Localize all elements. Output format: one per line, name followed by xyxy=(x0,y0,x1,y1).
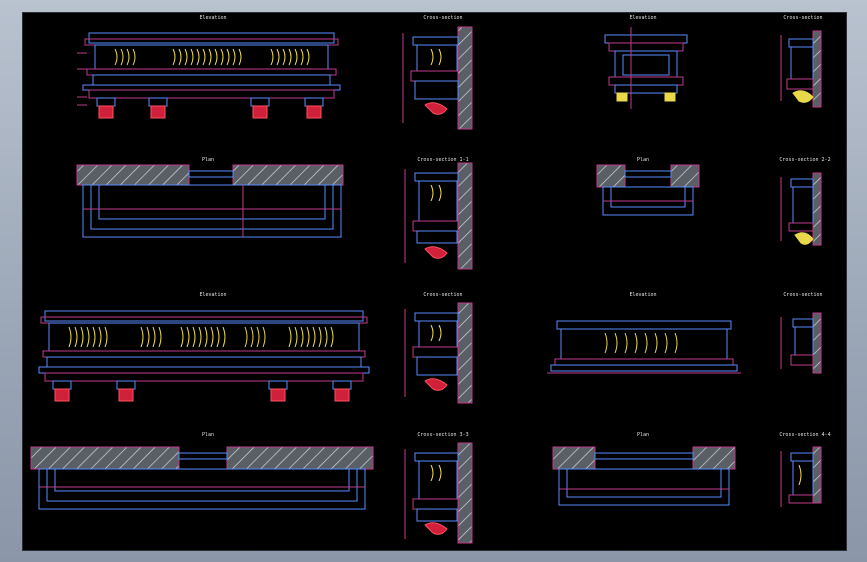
view-titles: Elevation Cross-section Elevation Cross-… xyxy=(199,15,830,438)
title-elevation-4: Elevation xyxy=(629,292,656,298)
elevation-3 xyxy=(38,310,370,402)
title-plan-2: Plan xyxy=(637,157,649,163)
title-plan-4: Plan xyxy=(637,432,649,438)
cross-section-4 xyxy=(780,312,822,374)
cad-drawing-canvas: Elevation Cross-section Elevation Cross-… xyxy=(30,15,831,544)
title-elevation-2: Elevation xyxy=(629,15,656,21)
title-cross-section-2: Cross-section xyxy=(783,15,822,21)
plan-4 xyxy=(552,446,736,506)
section-2-2 xyxy=(780,172,822,246)
elevation-4 xyxy=(547,320,741,374)
title-elevation-1: Elevation xyxy=(199,15,226,21)
title-elevation-3: Elevation xyxy=(199,292,226,298)
title-plan-1: Plan xyxy=(202,157,214,163)
title-cross-section-3: Cross-section xyxy=(423,292,462,298)
title-plan-3: Plan xyxy=(202,432,214,438)
section-3-3 xyxy=(404,442,473,544)
section-1-1 xyxy=(404,162,473,270)
title-section-3-3: Cross-section 3-3 xyxy=(417,432,468,438)
cross-section-3 xyxy=(404,302,473,404)
section-4-4 xyxy=(780,446,822,507)
elevation-1 xyxy=(77,32,341,119)
title-section-4-4: Cross-section 4-4 xyxy=(779,432,830,438)
title-cross-section-1: Cross-section xyxy=(423,15,462,21)
title-cross-section-4: Cross-section xyxy=(783,292,822,298)
plan-1 xyxy=(76,164,344,238)
plan-2 xyxy=(596,164,700,216)
title-section-1-1: Cross-section 1-1 xyxy=(417,157,468,163)
cad-drawing-sheet: Elevation Cross-section Elevation Cross-… xyxy=(22,12,847,551)
elevation-2 xyxy=(604,27,688,109)
cross-section-1 xyxy=(402,26,473,130)
plan-3 xyxy=(30,446,374,510)
cross-section-2 xyxy=(780,30,822,108)
title-section-2-2: Cross-section 2-2 xyxy=(779,157,830,163)
